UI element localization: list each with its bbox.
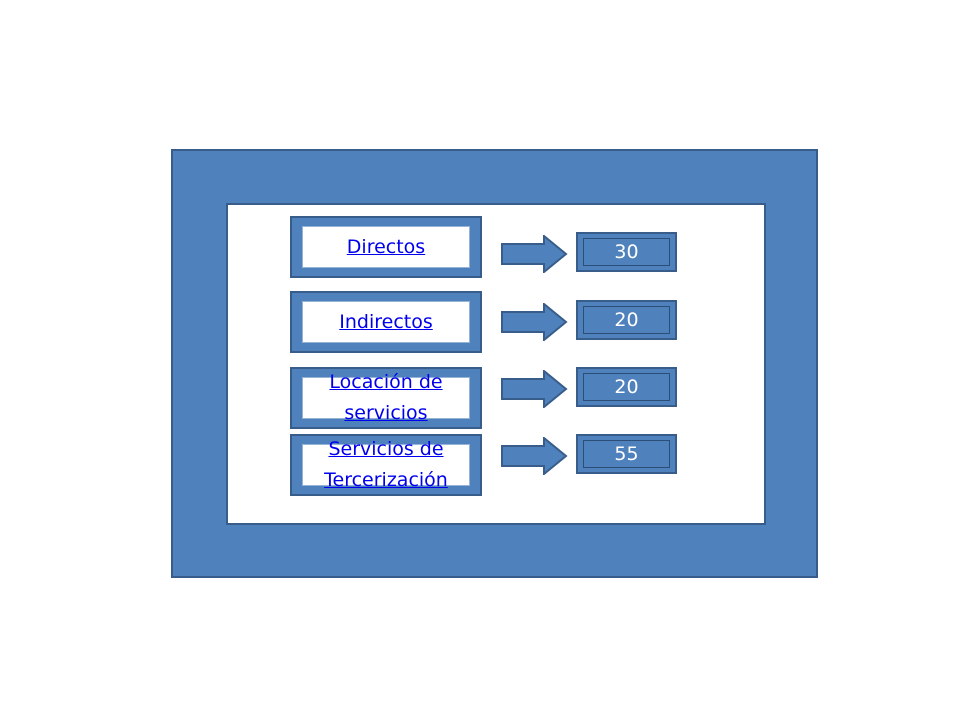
label-box-tercerizacion: Servicios de Tercerización [290,434,482,496]
label-box-inner: Directos [302,226,470,268]
link-locacion-de-servicios[interactable]: Locación de servicios [329,371,443,424]
label-box-inner: Locación de servicios [302,371,470,424]
value-indirectos: 20 [583,306,670,334]
value-servicios-de-tercerizacion: 55 [583,440,670,468]
link-directos[interactable]: Directos [346,235,426,258]
label-box-directos: Directos [290,216,482,278]
arrow-right-icon [501,303,568,341]
value-box-tercerizacion: 55 [576,434,677,474]
value-box-indirectos: 20 [576,300,677,340]
arrow-right-icon [501,370,568,408]
label-box-locacion: Locación de servicios [290,367,482,429]
link-indirectos[interactable]: Indirectos [339,310,433,333]
value-directos: 30 [583,238,670,266]
arrow-right-icon [501,437,568,475]
arrow-right-icon [501,235,568,273]
link-servicios-de-tercerizacion[interactable]: Servicios de Tercerización [324,438,448,491]
label-box-inner: Servicios de Tercerización [302,438,470,491]
value-locacion-de-servicios: 20 [583,373,670,401]
value-box-locacion: 20 [576,367,677,407]
label-box-indirectos: Indirectos [290,291,482,353]
label-box-inner: Indirectos [302,301,470,343]
value-box-directos: 30 [576,232,677,272]
